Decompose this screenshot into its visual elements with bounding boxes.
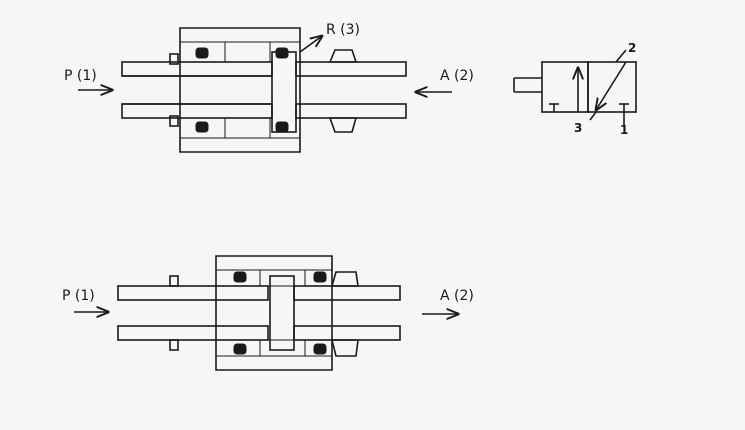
top-seal-right-upper: [275, 47, 289, 59]
bottom-inlet-label: P (1): [62, 288, 95, 304]
symbol-port-3-label: 3: [574, 121, 582, 135]
bottom-seal-right-lower: [313, 343, 327, 355]
top-left-tube-wall-upper: [121, 61, 273, 77]
bottom-right-tube-wall-upper: [293, 285, 401, 301]
bottom-seal-right-upper: [313, 271, 327, 283]
symbol-port-2-line: [615, 49, 627, 63]
top-exhaust-label: R (3): [326, 22, 360, 38]
bottom-housing-wall-bottom: [215, 355, 333, 371]
top-right-collar-lower: [328, 117, 358, 133]
top-right-collar-upper: [328, 49, 358, 63]
bottom-housing-wall-top: [215, 255, 333, 271]
top-left-clip-lower: [169, 115, 179, 127]
top-right-tube-wall-lower: [295, 103, 407, 119]
top-center-plug: [271, 51, 297, 133]
top-valve-section: R (3) P (1) A (2): [64, 22, 474, 153]
bottom-center-plug: [269, 275, 295, 351]
symbol-port-3-line: [589, 111, 597, 121]
top-exhaust-arrow: [299, 36, 322, 53]
bottom-housing-cavity-upper: [259, 269, 306, 287]
bottom-right-collar-lower: [330, 339, 359, 357]
top-inlet-label: P (1): [64, 68, 97, 84]
symbol-port-1-label: 1: [620, 123, 628, 137]
bottom-left-tube-wall-upper: [117, 285, 269, 301]
top-left-tube-wall-lower: [121, 103, 273, 119]
bottom-left-clip-upper: [169, 275, 179, 287]
top-housing-wall-top: [179, 27, 301, 43]
top-outlet-label: A (2): [440, 68, 474, 84]
top-seal-left-upper: [195, 47, 209, 59]
top-housing-cavity-lower: [224, 117, 271, 139]
bottom-right-tube-wall-lower: [293, 325, 401, 341]
bottom-outlet-label: A (2): [440, 288, 474, 304]
bottom-left-tube-wall-lower: [117, 325, 269, 341]
top-right-tube-wall-upper: [295, 61, 407, 77]
symbol-envelope-right: [587, 61, 637, 113]
top-seal-right-lower: [275, 121, 289, 133]
bottom-seal-left-lower: [233, 343, 247, 355]
bottom-seal-left-upper: [233, 271, 247, 283]
symbol-envelope-left: [541, 61, 589, 113]
top-left-clip-upper: [169, 53, 179, 65]
top-housing-cavity-upper: [224, 41, 271, 63]
top-housing-wall-bottom: [179, 137, 301, 153]
symbol-right-arrow: [596, 61, 627, 110]
valve-symbol: 2 3 1: [513, 41, 637, 137]
top-valve-housing: [179, 27, 301, 153]
symbol-port-2-label: 2: [628, 41, 636, 55]
bottom-right-collar-upper: [330, 271, 359, 287]
bottom-housing-cavity-lower: [259, 339, 306, 357]
bottom-left-clip-lower: [169, 339, 179, 351]
bottom-valve-section: P (1) A (2): [62, 255, 474, 371]
top-seal-left-lower: [195, 121, 209, 133]
